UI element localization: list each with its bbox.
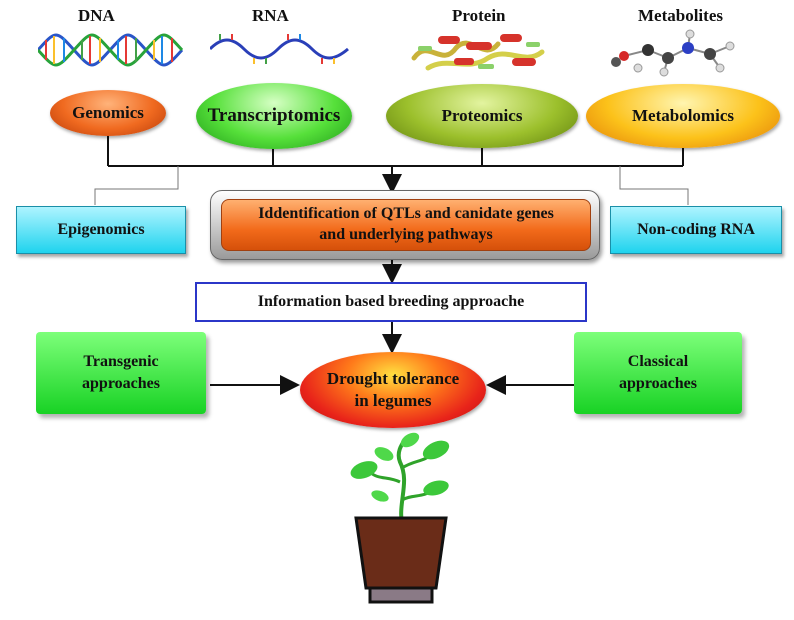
qtl-line1: Iddentification of QTLs and canidate gen… xyxy=(258,205,554,223)
qtl-identification-frame: Iddentification of QTLs and canidate gen… xyxy=(210,190,600,260)
rna-strand-icon xyxy=(210,34,349,64)
transgenic-line1: Transgenic xyxy=(83,353,159,371)
metabolomics-label: Metabolomics xyxy=(632,106,734,125)
proteomics-label: Proteomics xyxy=(441,106,523,125)
genomics-ellipse: Genomics xyxy=(50,90,166,136)
proteomics-ellipse: Proteomics xyxy=(386,84,578,148)
transgenic-box: Transgenic approaches xyxy=(36,332,206,414)
noncoding-rna-label: Non-coding RNA xyxy=(637,221,755,238)
qtl-line2: and underlying pathways xyxy=(319,226,493,243)
drought-line1: Drought tolerance xyxy=(326,368,460,388)
breeding-approach-box: Information based breeding approache xyxy=(195,282,587,322)
noncoding-rna-box: Non-coding RNA xyxy=(610,206,782,254)
drought-tolerance-ellipse: Drought tolerance in legumes xyxy=(300,352,486,428)
potted-plant-icon xyxy=(350,432,450,604)
rna-heading: RNA xyxy=(252,6,289,25)
metabolites-heading: Metabolites xyxy=(638,6,723,25)
classical-line2: approaches xyxy=(619,375,697,392)
dna-heading: DNA xyxy=(78,6,115,25)
protein-heading: Protein xyxy=(452,6,506,25)
genomics-label: Genomics xyxy=(72,103,144,122)
transcriptomics-ellipse: Transcriptomics xyxy=(196,83,352,149)
transgenic-line2: approaches xyxy=(82,375,160,392)
breeding-approach-label: Information based breeding approache xyxy=(257,293,525,310)
classical-line1: Classical xyxy=(627,353,689,371)
epigenomics-label: Epigenomics xyxy=(57,221,145,238)
qtl-identification-box: Iddentification of QTLs and canidate gen… xyxy=(221,199,591,251)
metabolomics-ellipse: Metabolomics xyxy=(586,84,780,148)
dna-helix-icon xyxy=(38,33,183,67)
protein-structure-icon xyxy=(411,34,545,71)
classical-box: Classical approaches xyxy=(574,332,742,414)
drought-line2: in legumes xyxy=(354,391,432,410)
metabolite-molecule-icon xyxy=(611,29,735,77)
transcriptomics-label: Transcriptomics xyxy=(207,105,341,126)
epigenomics-box: Epigenomics xyxy=(16,206,186,254)
